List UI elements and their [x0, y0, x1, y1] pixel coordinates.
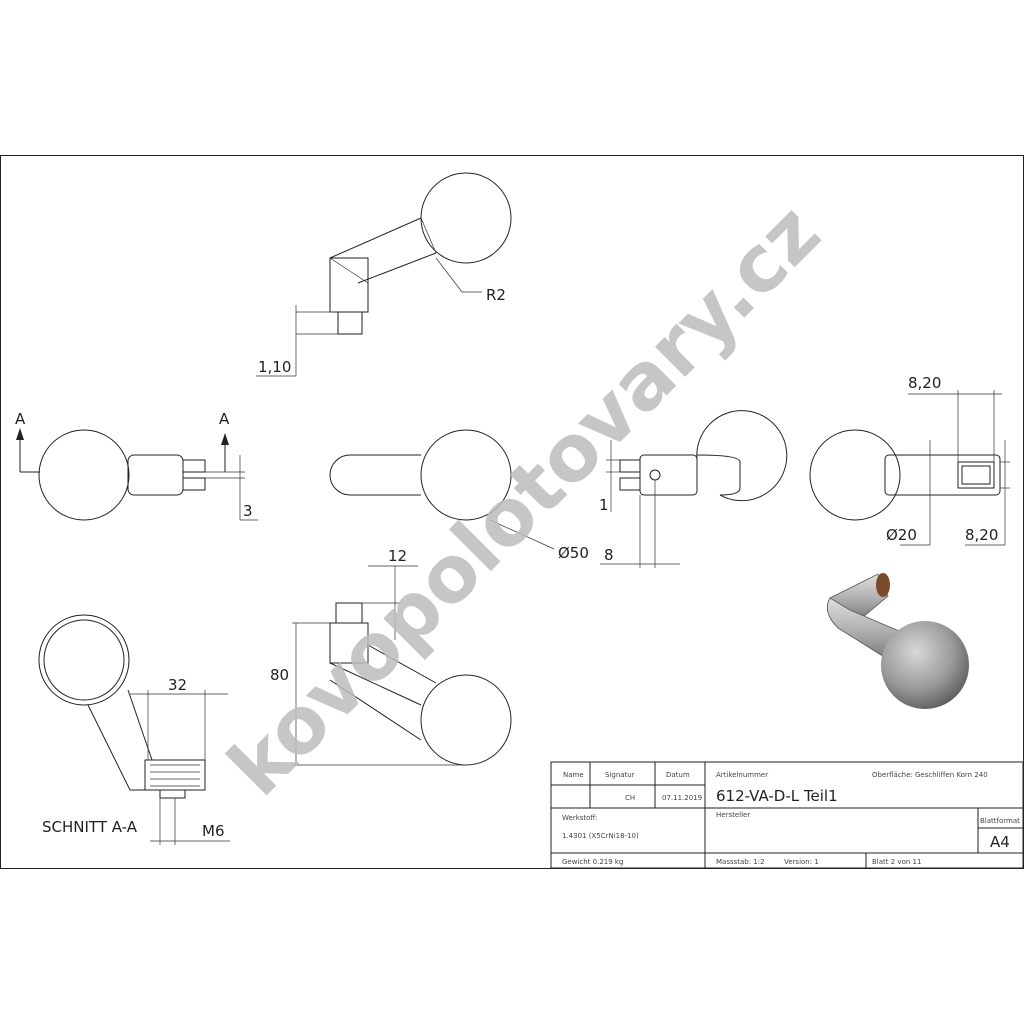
name-label: Name [563, 771, 584, 779]
side-view-center: Ø50 [329, 429, 589, 562]
top-view: R2 1,10 [256, 172, 512, 377]
dim-8-20-bottom: 8,20 [965, 526, 998, 544]
bottom-view: 12 80 [270, 547, 512, 766]
title-block: Name Signatur Datum CH 07.11.2019 Artike… [550, 761, 1024, 869]
dim-1-10: 1,10 [258, 358, 291, 376]
dim-m6: M6 [202, 822, 225, 840]
datum-value: 07.11.2019 [662, 794, 702, 802]
section-arrow-a-right: A [219, 410, 230, 428]
dim-dia-50: Ø50 [558, 544, 589, 562]
end-view: 8,20 Ø20 8,20 [809, 374, 1010, 546]
blattformat-label: Blattformat [980, 817, 1020, 825]
hersteller-label: Hersteller [716, 811, 750, 819]
blattformat-value: A4 [990, 833, 1010, 851]
isometric-render [826, 573, 969, 709]
werkstoff-label: Werkstoff: [562, 814, 598, 822]
gewicht: Gewicht 0.219 kg [562, 858, 623, 866]
section-label: SCHNITT A-A [42, 818, 138, 836]
signatur-value: CH [625, 794, 635, 802]
dim-r2: R2 [486, 286, 506, 304]
artikelnummer-label: Artikelnummer [716, 771, 768, 779]
massstab: Massstab: 1:2 [716, 858, 765, 866]
blatt: Blatt 2 von 11 [872, 858, 921, 866]
dim-3: 3 [243, 502, 253, 520]
datum-label: Datum [666, 771, 690, 779]
front-view-left: A A 3 [15, 410, 258, 521]
dim-8-20-top: 8,20 [908, 374, 941, 392]
dim-80: 80 [270, 666, 289, 684]
section-a-a: 32 M6 SCHNITT A-A [38, 614, 230, 845]
version: Version: 1 [784, 858, 819, 866]
dim-8: 8 [604, 546, 614, 564]
section-arrow-a-left: A [15, 410, 26, 428]
signatur-label: Signatur [605, 771, 635, 779]
oberflaeche: Oberfläche: Geschliffen Korn 240 [872, 771, 988, 779]
side-view-right: 1 8 [599, 410, 788, 568]
dim-32: 32 [168, 676, 187, 694]
artikelnummer-value: 612-VA-D-L Teil1 [716, 787, 838, 805]
dim-1: 1 [599, 496, 609, 514]
werkstoff-value: 1.4301 (X5CrNi18-10) [562, 832, 639, 840]
dim-12: 12 [388, 547, 407, 565]
dim-dia-20: Ø20 [886, 526, 917, 544]
